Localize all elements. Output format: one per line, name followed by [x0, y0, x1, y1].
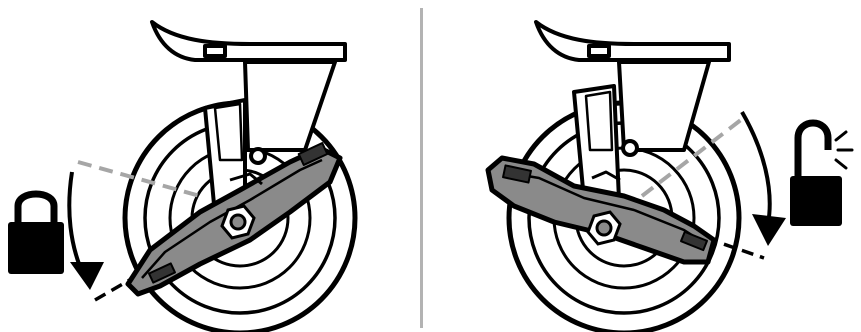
curved-arrow-down-icon	[742, 112, 786, 246]
hub-nut	[222, 206, 254, 238]
unlocked-caster-illustration	[424, 0, 861, 332]
locked-caster-panel	[0, 0, 420, 332]
hub-nut	[588, 212, 620, 244]
unlocked-caster-panel	[424, 0, 861, 332]
locked-caster-illustration	[0, 0, 420, 332]
panel-divider	[420, 8, 423, 328]
unlock-burst-icon	[836, 132, 852, 168]
padlock-open-icon	[790, 123, 842, 226]
curved-arrow-down-icon	[69, 172, 104, 290]
padlock-closed-icon	[8, 194, 64, 274]
